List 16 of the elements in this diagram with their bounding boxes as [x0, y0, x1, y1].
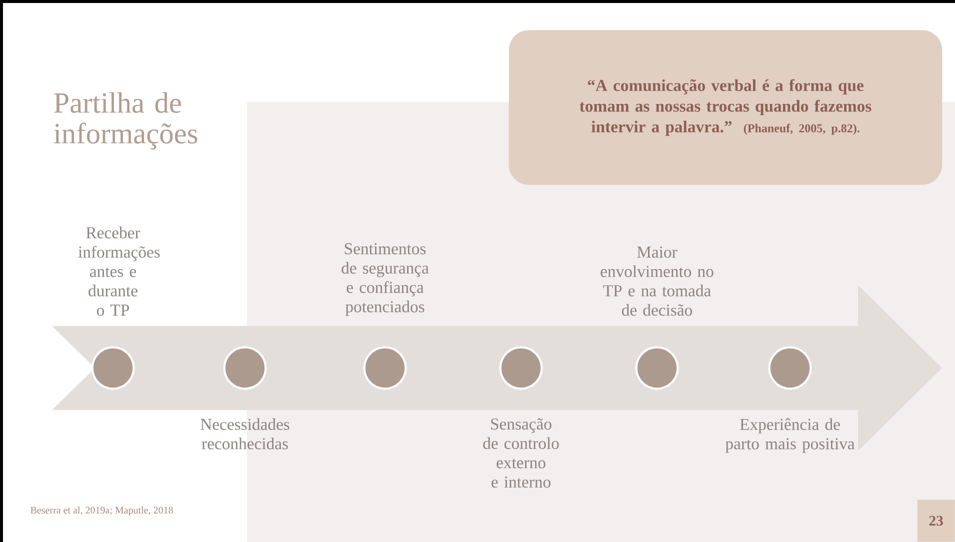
step-label: Sensação de controlo externo e interno: [483, 418, 559, 488]
source-note: Beserra et al, 2019a; Maputle, 2018: [30, 506, 173, 516]
step-label: Experiência de parto mais positiva: [725, 418, 855, 453]
timeline-dot: [635, 346, 679, 390]
timeline-dot: [223, 346, 267, 390]
step-label: Sentimentos de segurança e confiança potenciados: [342, 243, 429, 316]
title: Partilha de informações: [54, 92, 198, 150]
page-number: 23: [917, 500, 955, 542]
timeline-dot: [91, 346, 135, 390]
step-label: Receber informações antes e durante o TP: [78, 226, 160, 316]
step-label: Maior envolvimento no TP e na tomada de decisão: [600, 246, 714, 316]
quote-box: “A comunicação verbal é a forma que tomam as nossas trocas quando fazemos intervir a palavra.” (Phaneuf, 2005, p.82).: [508, 30, 942, 185]
step-label: Necessidades reconhecidas: [200, 418, 290, 450]
timeline-dot: [499, 346, 543, 390]
timeline-dot: [768, 346, 812, 390]
timeline-dot: [363, 346, 407, 390]
